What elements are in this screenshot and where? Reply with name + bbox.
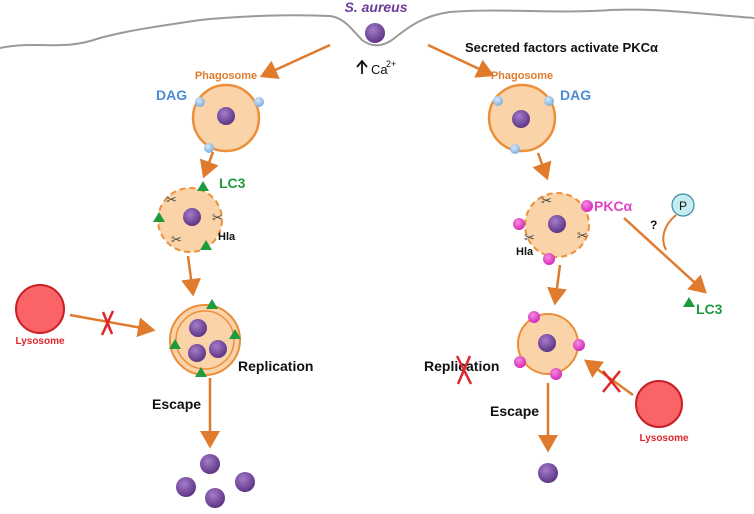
scissors-icon: ✂ — [577, 228, 588, 243]
hla-left-label: Hla — [218, 231, 236, 243]
arrow-left-2 — [181, 255, 201, 297]
bacterium-released-left — [235, 472, 255, 492]
lysosome-left-label: Lysosome — [15, 336, 65, 347]
cell-membrane — [0, 8, 754, 49]
pkc-dot — [514, 356, 526, 368]
bacterium-left-5 — [188, 344, 206, 362]
phosphate-label: P — [679, 199, 687, 213]
replication-left-label: Replication — [238, 358, 313, 374]
block-cross-left — [100, 310, 115, 336]
hla-right-label: Hla — [516, 246, 534, 258]
phosphate-curve — [662, 214, 677, 251]
pkc-dot — [573, 339, 585, 351]
dag-dot — [204, 143, 214, 153]
block-cross-replication — [455, 355, 473, 385]
s-aureus-label: S. aureus — [344, 0, 407, 15]
lysosome-right-label: Lysosome — [639, 433, 689, 444]
calcium-label: Ca 2+ — [356, 59, 396, 77]
pkc-dot — [581, 200, 593, 212]
lc3-triangle — [195, 367, 207, 377]
lc3-triangle — [206, 299, 218, 309]
svg-text:2+: 2+ — [386, 59, 396, 69]
pkc-dot — [528, 311, 540, 323]
block-cross-right — [602, 370, 621, 393]
bacterium-released-left — [176, 477, 196, 497]
arrow-top-right — [427, 43, 495, 78]
pkc-label: PKCα — [594, 198, 633, 214]
bacterium-right-2 — [548, 215, 566, 233]
lysosome-left — [15, 284, 65, 334]
dag-dot — [493, 96, 503, 106]
dag-left-label: DAG — [156, 87, 187, 103]
bacterium-released-right — [538, 463, 558, 483]
arrow-right-1 — [532, 152, 552, 181]
replication-phagosome-left-outer — [169, 304, 241, 376]
scissors-icon: ✂ — [524, 230, 535, 245]
bacterium-left-3 — [189, 319, 207, 337]
bacterium-left-4 — [209, 340, 227, 358]
arrow-left-1 — [199, 151, 219, 179]
lc3-triangle — [169, 339, 181, 349]
dag-dot — [195, 97, 205, 107]
lc3-triangle — [197, 181, 209, 191]
svg-text:Ca: Ca — [371, 62, 388, 77]
scissors-icon: ✂ — [212, 210, 223, 225]
arrow-top-left — [259, 43, 331, 79]
lc3-triangle — [153, 212, 165, 222]
bacterium-right-3 — [538, 334, 556, 352]
scissors-icon: ✂ — [171, 232, 182, 247]
lc3-triangle — [200, 240, 212, 250]
dag-dot — [544, 96, 554, 106]
bacterium-right-1 — [512, 110, 530, 128]
bacterium-top — [365, 23, 385, 43]
dag-dot — [254, 97, 264, 107]
lc3-triangle — [229, 329, 241, 339]
pkc-dot — [550, 368, 562, 380]
lc3-right-label: LC3 — [696, 301, 723, 317]
pkc-dot — [543, 253, 555, 265]
arrow-lysosome-left — [69, 313, 156, 338]
dag-dot — [510, 144, 520, 154]
bacterium-left-1 — [217, 107, 235, 125]
escape-left-label: Escape — [152, 396, 201, 412]
question-mark: ? — [650, 218, 657, 232]
phosphate-circle — [671, 193, 695, 217]
bacterium-left-2 — [183, 208, 201, 226]
scissors-icon: ✂ — [541, 193, 552, 208]
phagosome-right-label: Phagosome — [491, 70, 553, 82]
replication-phagosome-left-inner — [175, 310, 235, 370]
scissors-icon: ✂ — [166, 192, 177, 207]
arrow-right-2 — [547, 264, 567, 306]
lysosome-right — [635, 380, 683, 428]
secreted-factors-label: Secreted factors activate PKCα — [465, 40, 658, 55]
pkc-dot — [513, 218, 525, 230]
dag-right-label: DAG — [560, 87, 591, 103]
lc3-triangle — [683, 297, 695, 307]
lc3-left-label: LC3 — [219, 175, 246, 191]
escape-right-label: Escape — [490, 403, 539, 419]
arrow-pkc-lc3 — [623, 217, 707, 294]
phagosome-left-label: Phagosome — [195, 70, 257, 82]
bacterium-released-left — [200, 454, 220, 474]
bacterium-released-left — [205, 488, 225, 508]
